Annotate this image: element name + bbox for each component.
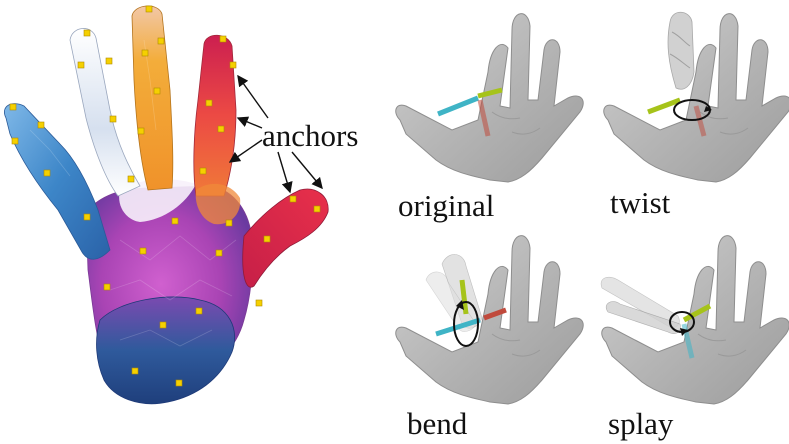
anchor-point	[225, 219, 233, 227]
anchor-point	[263, 235, 271, 243]
anchor-point	[313, 205, 321, 213]
anchor-point	[171, 217, 179, 225]
anchor-point	[77, 61, 85, 69]
ring-finger	[69, 28, 141, 197]
panel-bend	[395, 235, 584, 405]
joint-axis-red	[477, 99, 491, 137]
thumb	[242, 188, 329, 288]
palm-highlight	[119, 179, 196, 222]
panel-twist	[603, 11, 789, 183]
anchor-point	[255, 299, 263, 307]
anchor-point	[127, 175, 135, 183]
pinky-finger	[4, 103, 111, 260]
anchor-point	[159, 321, 167, 329]
anchor-point	[43, 169, 51, 177]
segmented-hand	[4, 5, 329, 405]
anchor-point	[195, 307, 203, 315]
anchor-point	[11, 137, 19, 145]
anchor-point	[83, 213, 91, 221]
joint-axis-lime	[682, 303, 712, 323]
panel-splay	[600, 235, 789, 405]
joint-axis-lime	[459, 279, 469, 315]
anchor-point	[219, 35, 227, 43]
anchor-point	[215, 249, 223, 257]
joint-axis-red	[483, 307, 507, 321]
joint-axis-red	[693, 105, 707, 137]
twist-label: twist	[610, 185, 671, 220]
anchor-arrows	[228, 74, 323, 194]
anchor-point	[105, 57, 113, 65]
anchor-point	[109, 115, 117, 123]
anchor-point	[37, 121, 45, 129]
joint-axis-cyan	[437, 95, 479, 117]
anchor-point	[217, 125, 225, 133]
anchor-point	[157, 37, 165, 45]
anchor-point	[103, 283, 111, 291]
anchor-point	[141, 49, 149, 57]
panel-original	[395, 13, 584, 183]
anchors-label: anchors	[262, 118, 359, 153]
anchor-point	[199, 167, 207, 175]
anchor-point	[137, 127, 145, 135]
anchor-point	[229, 61, 237, 69]
wrist-region	[96, 296, 236, 405]
original-label: original	[398, 188, 495, 223]
anchor-point	[145, 5, 153, 13]
anchor-point	[175, 379, 183, 387]
splay-label: splay	[608, 406, 674, 441]
twisted-finger-ghost	[667, 11, 695, 90]
joint-axis-lime	[647, 97, 681, 115]
anchor-point	[205, 99, 213, 107]
anchor-point	[9, 103, 17, 111]
joint-axis-cyan	[435, 317, 481, 337]
anchor-point	[139, 247, 147, 255]
rotation-arrow	[453, 301, 479, 347]
anchor-point	[153, 87, 161, 95]
joint-axis-lime	[477, 87, 503, 99]
anchor-point	[83, 29, 91, 37]
index-base-blend	[195, 183, 241, 225]
bend-label: bend	[407, 406, 468, 441]
anchor-point	[131, 367, 139, 375]
anchor-point	[289, 195, 297, 203]
anchor-points	[9, 5, 321, 387]
